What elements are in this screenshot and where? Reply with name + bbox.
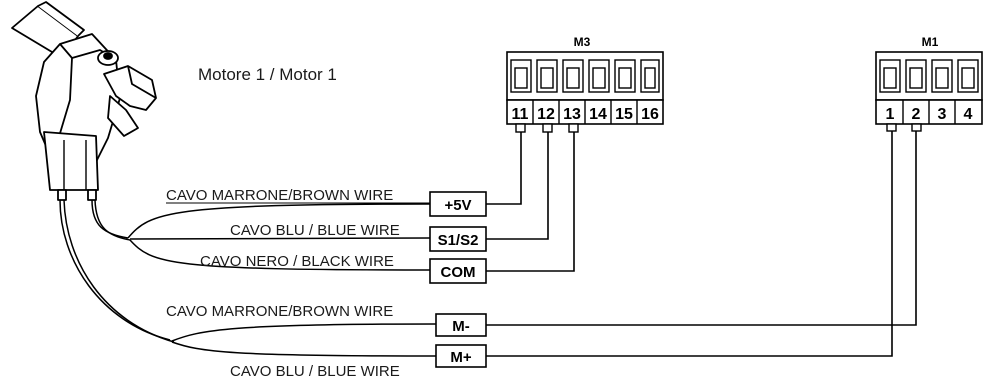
wire-label-black-signal: CAVO NERO / BLACK WIRE <box>200 253 394 270</box>
tag-com: COM <box>429 258 487 284</box>
black-wire-signal <box>129 239 431 271</box>
tag-com-label: COM <box>441 264 476 281</box>
connection-lines <box>486 130 917 357</box>
m3-terminal-11: 11 <box>512 106 529 123</box>
brown-wire-power <box>171 323 437 342</box>
tag-s1s2-label: S1/S2 <box>438 232 479 249</box>
m3-terminal-16: 16 <box>641 106 659 123</box>
tag-m-plus-label: M+ <box>450 349 471 366</box>
m3-terminal-14: 14 <box>589 106 607 123</box>
terminal-block-m3: M3 11 12 13 14 15 16 <box>506 35 664 133</box>
m3-terminal-15: 15 <box>615 106 633 123</box>
tag-s1s2: S1/S2 <box>429 226 487 252</box>
line-m-plus-to-1 <box>486 130 893 357</box>
m1-terminal-3: 3 <box>938 106 947 123</box>
wire-label-blue-power: CAVO BLU / BLUE WIRE <box>230 363 400 380</box>
tag-m-minus: M- <box>435 313 487 337</box>
m1-terminal-1: 1 <box>886 106 895 123</box>
tag-m-plus: M+ <box>435 344 487 368</box>
motor-title: Motore 1 / Motor 1 <box>198 65 337 84</box>
m1-terminal-2: 2 <box>912 106 921 123</box>
line-com-to-13 <box>486 132 575 272</box>
block-m3-label: M3 <box>574 35 591 49</box>
power-cable-bundle <box>59 199 437 357</box>
block-m1-label: M1 <box>922 35 939 49</box>
blue-wire-signal <box>129 237 431 240</box>
wire-label-brown-signal: CAVO MARRONE/BROWN WIRE <box>166 187 393 204</box>
line-plus5v-to-11 <box>486 132 522 205</box>
tag-plus5v-label: +5V <box>444 197 471 214</box>
terminal-block-m1: M1 1 2 3 4 <box>875 35 983 132</box>
line-s1s2-to-12 <box>486 132 549 240</box>
m3-terminal-13: 13 <box>563 106 581 123</box>
line-m-minus-to-2 <box>486 130 917 326</box>
blue-wire-power <box>171 341 437 357</box>
tag-m-minus-label: M- <box>452 318 470 335</box>
m3-terminal-12: 12 <box>537 106 555 123</box>
wire-label-blue-signal: CAVO BLU / BLUE WIRE <box>230 222 400 239</box>
motor-illustration <box>11 1 157 201</box>
signal-cable-bundle <box>91 199 431 271</box>
tag-plus5v: +5V <box>429 191 487 217</box>
wire-label-brown-power: CAVO MARRONE/BROWN WIRE <box>166 303 393 320</box>
m1-terminal-4: 4 <box>964 106 973 123</box>
brown-wire-signal <box>127 203 431 239</box>
